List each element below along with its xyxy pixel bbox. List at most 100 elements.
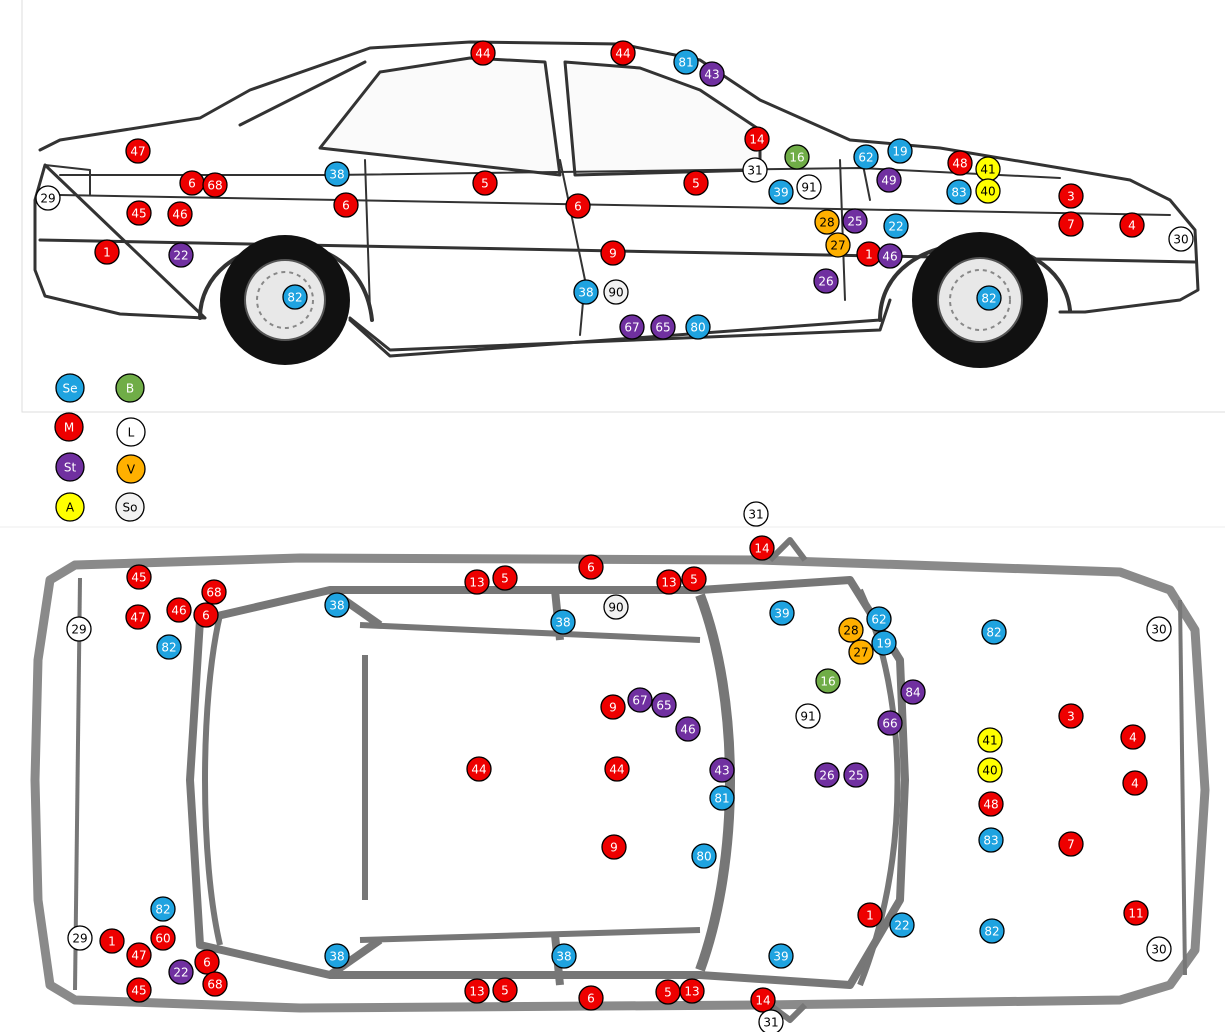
side-marker-38: 38 [324,161,350,187]
top-marker-6: 6 [578,985,604,1011]
top-marker-circle [1120,724,1146,750]
side-marker-label: 29 [40,192,55,206]
legend-item-Se: Se [55,373,85,403]
top-marker-5: 5 [492,977,518,1003]
side-marker-circle [813,268,839,294]
side-marker-label: 25 [847,215,862,229]
top-marker-circle [758,1009,784,1032]
top-marker-label: 22 [894,919,909,933]
top-marker-label: 29 [71,623,86,637]
legend-item-label: V [127,463,136,477]
top-marker-30: 30 [1146,616,1172,642]
top-marker-label: 5 [501,572,509,586]
top-marker-circle [551,943,577,969]
top-marker-circle [871,630,897,656]
top-marker-25: 25 [843,762,869,788]
side-marker-label: 6 [342,199,350,213]
top-marker-circle [550,609,576,635]
top-marker-5: 5 [681,566,707,592]
side-marker-circle [685,314,711,340]
top-marker-label: 6 [587,992,595,1006]
side-marker-circle [324,161,350,187]
side-marker-29: 29 [35,185,61,211]
side-marker-circle [796,174,822,200]
side-marker-label: 22 [173,249,188,263]
top-marker-82: 82 [979,918,1005,944]
top-marker-38: 38 [324,943,350,969]
side-marker-label: 43 [704,68,719,82]
side-marker-28: 28 [814,209,840,235]
side-marker-circle [876,167,902,193]
top-marker-66: 66 [877,710,903,736]
side-marker-circle [94,239,120,265]
top-marker-label: 31 [763,1016,778,1030]
top-marker-44: 44 [604,756,630,782]
side-marker-19: 19 [887,138,913,164]
side-marker-circle [1058,183,1084,209]
side-marker-circle [883,213,909,239]
side-marker-label: 83 [951,186,966,200]
side-marker-circle [470,40,496,66]
top-marker-11: 11 [1123,900,1149,926]
top-marker-circle [150,925,176,951]
top-marker-7: 7 [1058,831,1084,857]
side-marker-label: 82 [981,292,996,306]
side-marker-label: 49 [881,174,896,188]
side-marker-label: 48 [952,157,967,171]
top-marker-circle [156,634,182,660]
top-marker-circle [838,617,864,643]
top-marker-6: 6 [578,554,604,580]
top-marker-label: 82 [986,626,1001,640]
top-marker-14: 14 [750,987,776,1013]
side-marker-label: 91 [801,181,816,195]
side-marker-1: 1 [94,239,120,265]
side-marker-circle [742,157,768,183]
side-marker-circle [610,40,636,66]
side-marker-label: 62 [858,151,873,165]
top-marker-circle [977,727,1003,753]
side-marker-circle [768,179,794,205]
side-marker-label: 38 [329,168,344,182]
side-marker-3: 3 [1058,183,1084,209]
side-marker-67: 67 [619,314,645,340]
top-marker-label: 19 [876,637,891,651]
top-marker-label: 1 [108,935,116,949]
legend-item-St: St [55,452,85,482]
side-marker-circle [202,172,228,198]
top-marker-label: 6 [587,561,595,575]
top-marker-label: 45 [131,984,146,998]
top-marker-label: 38 [329,950,344,964]
side-marker-circle [842,208,868,234]
top-marker-label: 13 [469,985,484,999]
top-view-car [0,526,1225,1023]
top-marker-label: 60 [155,932,170,946]
top-marker-circle [709,785,735,811]
side-marker-label: 41 [980,163,995,177]
top-marker-label: 28 [843,624,858,638]
top-marker-label: 29 [72,932,87,946]
side-marker-22: 22 [883,213,909,239]
side-marker-circle [887,138,913,164]
top-marker-circle [464,978,490,1004]
top-marker-label: 45 [131,571,146,585]
top-marker-38: 38 [551,943,577,969]
top-marker-label: 13 [661,576,676,590]
top-marker-41: 41 [977,727,1003,753]
top-marker-67: 67 [627,687,653,713]
side-marker-45: 45 [126,200,152,226]
side-marker-label: 31 [747,164,762,178]
side-marker-circle [650,314,676,340]
top-marker-1: 1 [99,928,125,954]
side-marker-label: 67 [624,321,639,335]
top-marker-label: 30 [1151,943,1166,957]
top-marker-label: 46 [680,723,695,737]
side-marker-4: 4 [1119,212,1145,238]
side-marker-circle [976,285,1002,311]
top-marker-label: 82 [984,925,999,939]
side-marker-1: 1 [856,241,882,267]
side-marker-label: 3 [1067,190,1075,204]
side-marker-circle [825,232,851,258]
legend-item-circle [115,373,145,403]
top-marker-46: 46 [675,716,701,742]
